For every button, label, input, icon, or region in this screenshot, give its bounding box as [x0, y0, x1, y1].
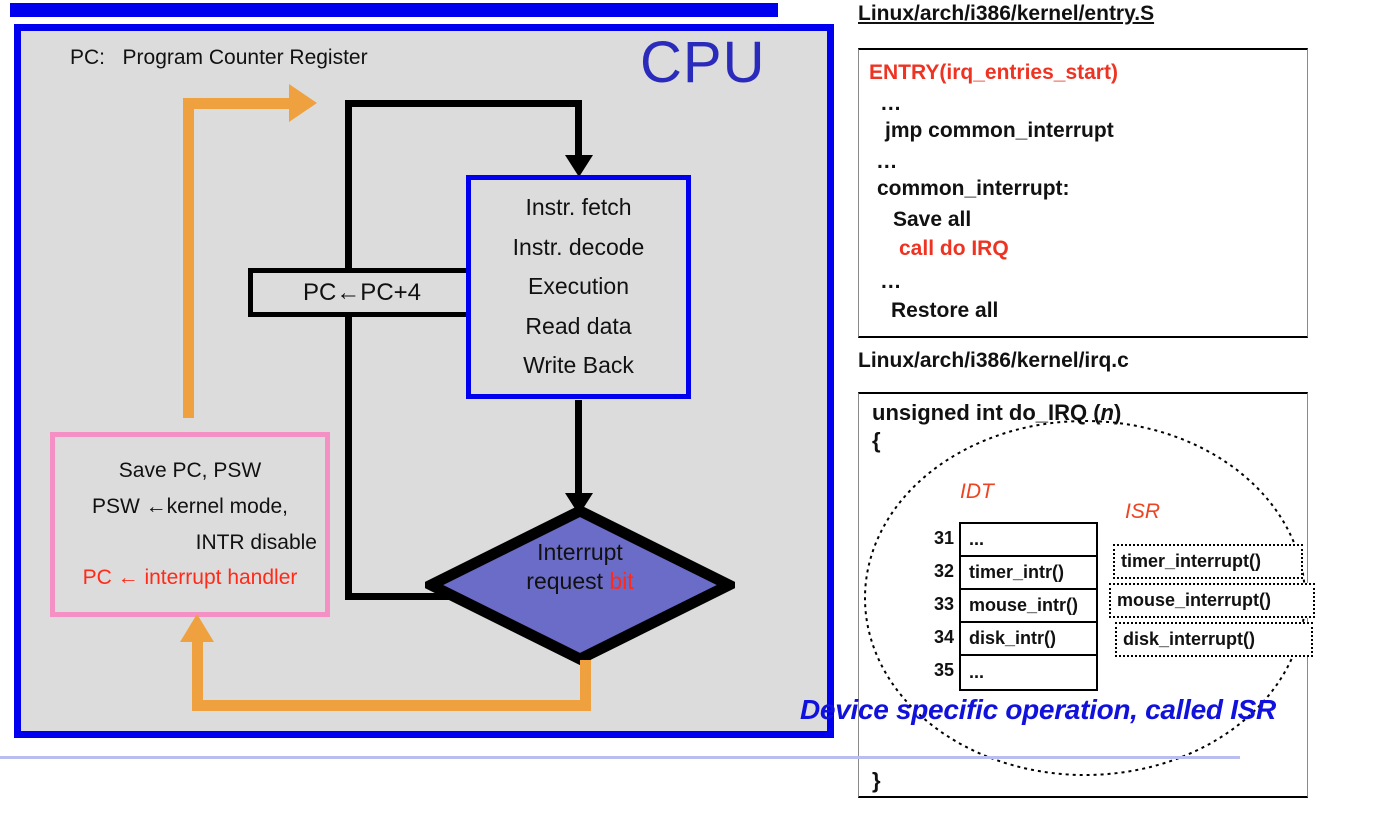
handler-step: Save PC, PSW: [118, 459, 262, 483]
cpu-container: [14, 24, 834, 738]
idt-table: ... timer_intr() mouse_intr() disk_intr(…: [959, 522, 1098, 691]
diamond-label: Interrupt request bit: [425, 538, 735, 596]
interrupt-request-diamond: [425, 505, 735, 665]
idt-row: mouse_intr(): [961, 590, 1096, 623]
pc-increment-label: PC←PC+4: [302, 278, 422, 306]
isr-entry: disk_interrupt(): [1115, 622, 1313, 657]
cpu-title-label: CPU: [640, 30, 766, 95]
irq-signature-prefix: unsigned int do_IRQ (: [872, 400, 1101, 425]
isr-list-label: ISR: [1125, 500, 1161, 523]
isr-entry: mouse_interrupt(): [1109, 583, 1315, 618]
isr-entry: timer_interrupt(): [1113, 544, 1303, 579]
code-line: ...: [881, 92, 902, 115]
irq-close-brace: }: [872, 768, 881, 793]
idt-index: 35: [933, 660, 954, 680]
pipeline-stage: Instr. fetch: [525, 194, 632, 221]
orange-vertical-upper: [183, 98, 194, 418]
isr-caption: Device specific operation, called ISR: [800, 694, 1276, 725]
wire-right-lower-segment: [575, 400, 582, 495]
pipeline-stage: Instr. decode: [512, 233, 645, 260]
orange-vertical-to-handler: [192, 640, 203, 705]
wire-right-upper-segment: [575, 100, 582, 158]
arrow-down-to-pipeline-icon: [565, 155, 593, 177]
orange-arrow-right-icon: [289, 84, 317, 122]
pipeline-stage: Read data: [525, 312, 632, 339]
code-line: jmp common_interrupt: [885, 119, 1114, 142]
pc-increment-box: PC←PC+4: [248, 268, 476, 317]
orange-arrow-up-icon: [180, 614, 214, 642]
irq-signature-param: n: [1100, 400, 1114, 425]
orange-horizontal-bottom: [192, 700, 591, 711]
irq-file-path: Linux/arch/i386/kernel/irq.c: [858, 349, 1129, 373]
handler-step: PSW ←kernel mode,: [91, 494, 289, 518]
wire-bottom-segment: [345, 593, 455, 600]
code-line: ...: [877, 150, 898, 173]
diamond-label-line1: Interrupt: [537, 539, 623, 565]
irq-signature-suffix: ): [1114, 400, 1122, 425]
idt-row: disk_intr(): [961, 623, 1096, 656]
entry-file-path-text: Linux/arch/i386/kernel/entry.S: [858, 2, 1155, 25]
diamond-label-line2: request: [526, 567, 610, 594]
orange-vertical-from-diamond: [580, 660, 591, 710]
code-line: ...: [881, 270, 902, 293]
irq-file-path-text: Linux/arch/i386/kernel/irq.c: [858, 349, 1129, 372]
idt-table-label: IDT: [960, 480, 994, 503]
diamond-label-highlight: bit: [609, 567, 634, 594]
orange-horizontal-top: [183, 98, 293, 109]
pipeline-stage: Write Back: [523, 352, 634, 379]
instruction-pipeline-box: Instr. fetch Instr. decode Execution Rea…: [466, 175, 691, 399]
handler-step-highlight: PC ← interrupt handler: [82, 566, 298, 590]
idt-index: 34: [933, 627, 954, 647]
code-line: Save all: [893, 208, 972, 231]
idt-index: 32: [933, 561, 954, 581]
idt-row: ...: [961, 524, 1096, 557]
idt-row: timer_intr(): [961, 557, 1096, 590]
handler-step: INTR disable: [195, 530, 317, 554]
entry-code-listing: ENTRY(irq_entries_start) ... jmp common_…: [858, 48, 1308, 338]
code-line: call do IRQ: [899, 237, 1009, 260]
irq-function-signature: unsigned int do_IRQ (n): [872, 400, 1121, 426]
isr-handler-list: timer_interrupt() mouse_interrupt() disk…: [1109, 544, 1315, 661]
idt-index-column: 31 32 33 34 35: [920, 522, 954, 687]
idt-index: 33: [933, 594, 954, 614]
wire-left-segment: [345, 100, 352, 600]
idt-row: ...: [969, 662, 985, 682]
pc-legend-text: PC: Program Counter Register: [70, 46, 368, 69]
top-decorative-bar: [10, 3, 778, 17]
code-line: ENTRY(irq_entries_start): [869, 61, 1118, 84]
bottom-divider-rule: [0, 756, 1240, 759]
irq-open-brace: {: [872, 428, 881, 453]
pipeline-stage: Execution: [527, 273, 629, 300]
wire-top-segment: [345, 100, 582, 107]
interrupt-handler-box: Save PC, PSW PSW ←kernel mode, INTR disa…: [50, 432, 330, 617]
code-line: common_interrupt:: [877, 177, 1070, 200]
entry-file-path: Linux/arch/i386/kernel/entry.S: [858, 2, 1154, 26]
idt-index: 31: [933, 528, 954, 548]
code-line: Restore all: [891, 299, 999, 322]
